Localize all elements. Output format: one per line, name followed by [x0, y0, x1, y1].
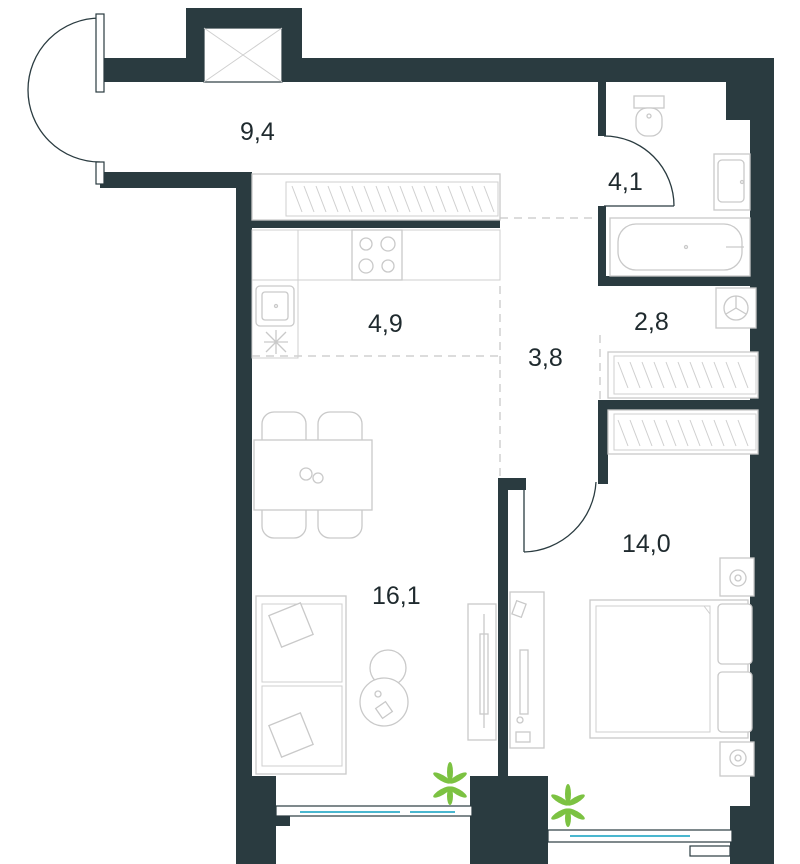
- zone-lines: [252, 217, 601, 478]
- sofa-icon: [255, 595, 347, 775]
- dining-table-icon: [253, 411, 373, 539]
- door-swing-icon: [523, 135, 675, 553]
- room-area-bedroom: 14,0: [622, 530, 671, 558]
- hood-icon: [264, 330, 288, 354]
- door-swing-icon: [27, 13, 105, 185]
- toilet-icon: [633, 95, 665, 137]
- desk-icon: [509, 591, 545, 749]
- room-area-bathroom: 4,1: [608, 168, 643, 196]
- window-icon: [203, 27, 733, 857]
- room-area-hall: 3,8: [528, 344, 563, 372]
- walls: [100, 8, 774, 864]
- coffee-table-icon: [359, 649, 409, 727]
- plant-icon: [433, 762, 585, 827]
- sink-icon: [255, 285, 295, 327]
- lamp-icon: [719, 557, 755, 777]
- washing-machine-icon: [715, 287, 757, 329]
- tv-stand-icon: [467, 603, 497, 741]
- bathtub-icon: [609, 217, 751, 277]
- room-area-balcony: 9,4: [240, 118, 275, 146]
- area-labels: 9,4 4,1 4,9 2,8 3,8 14,0 16,1: [240, 118, 671, 610]
- bed-icon: [589, 599, 753, 739]
- room-area-kitchen: 4,9: [368, 310, 403, 338]
- room-area-storage: 2,8: [634, 308, 669, 336]
- room-area-living: 16,1: [372, 582, 421, 610]
- sink-icon: [713, 153, 751, 211]
- wardrobe-icon: [251, 173, 759, 455]
- stove-icon: [351, 229, 403, 281]
